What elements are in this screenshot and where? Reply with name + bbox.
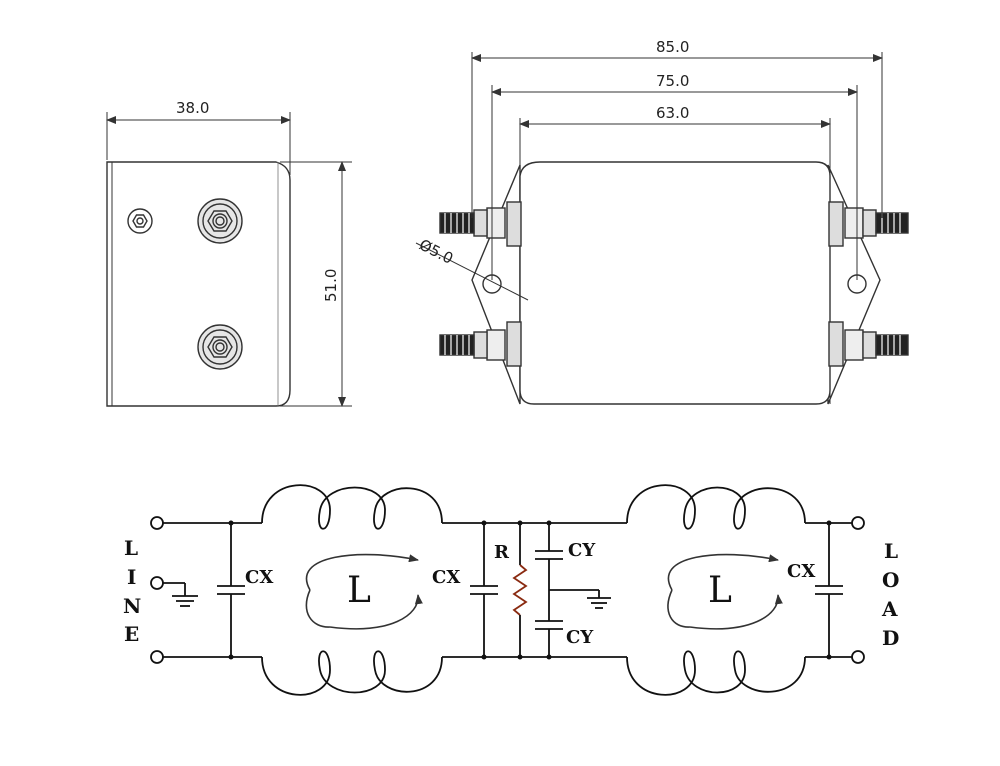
top-view [439, 161, 909, 405]
line-terminal-ground-icon [150, 576, 164, 590]
line-label-4: E [124, 622, 139, 646]
inductor-left-icon [261, 484, 443, 696]
line-label-3: N [123, 594, 141, 618]
side-view [106, 161, 291, 407]
load-label-1: L [884, 539, 898, 563]
terminal-left-lower-icon [439, 321, 522, 367]
load-label-2: O [882, 568, 899, 592]
circuit-schematic [150, 484, 865, 696]
inductor-right-icon [626, 484, 806, 696]
cx-mid-label: CX [432, 567, 460, 588]
cy-bottom-label: CY [566, 627, 594, 648]
dim-overall-length: 85.0 [656, 38, 689, 56]
resistor-label: R [494, 542, 510, 563]
cx-right-label: CX [787, 561, 815, 582]
line-terminal-bottom-icon [150, 650, 164, 664]
terminal-bottom-icon [197, 324, 243, 370]
dim-hole-diameter: Ø5.0 [416, 236, 456, 268]
cx-capacitor-right-icon [815, 523, 843, 657]
cx-capacitor-left-icon [217, 523, 245, 657]
cy-top-label: CY [568, 540, 596, 561]
dim-side-height: 51.0 [322, 269, 340, 302]
inductor-right-label: L [708, 570, 732, 611]
dim-body-length: 63.0 [656, 104, 689, 122]
load-terminal-bottom-icon [851, 650, 865, 664]
terminal-right-upper-icon [828, 201, 909, 247]
inductor-left-label: L [347, 570, 371, 611]
terminal-right-lower-icon [828, 321, 909, 367]
terminal-top-icon [197, 198, 243, 244]
dim-hole-spacing: 75.0 [656, 72, 689, 90]
load-terminal-top-icon [851, 516, 865, 530]
side-dimensions [106, 112, 352, 407]
cy-capacitor-pair-icon [535, 523, 611, 657]
ground-screw-icon [127, 208, 153, 234]
ground-icon-left [163, 582, 198, 607]
line-terminal-top-icon [150, 516, 164, 530]
terminal-left-upper-icon [439, 201, 522, 247]
cx-left-label: CX [245, 567, 273, 588]
resistor-icon [512, 523, 528, 657]
cx-capacitor-mid-icon [470, 523, 498, 657]
top-dimensions [415, 52, 883, 301]
load-label-4: D [882, 626, 899, 650]
line-label-2: I [127, 565, 136, 589]
load-label-3: A [881, 597, 898, 621]
line-label-1: L [124, 536, 138, 560]
dim-side-width: 38.0 [176, 99, 209, 117]
